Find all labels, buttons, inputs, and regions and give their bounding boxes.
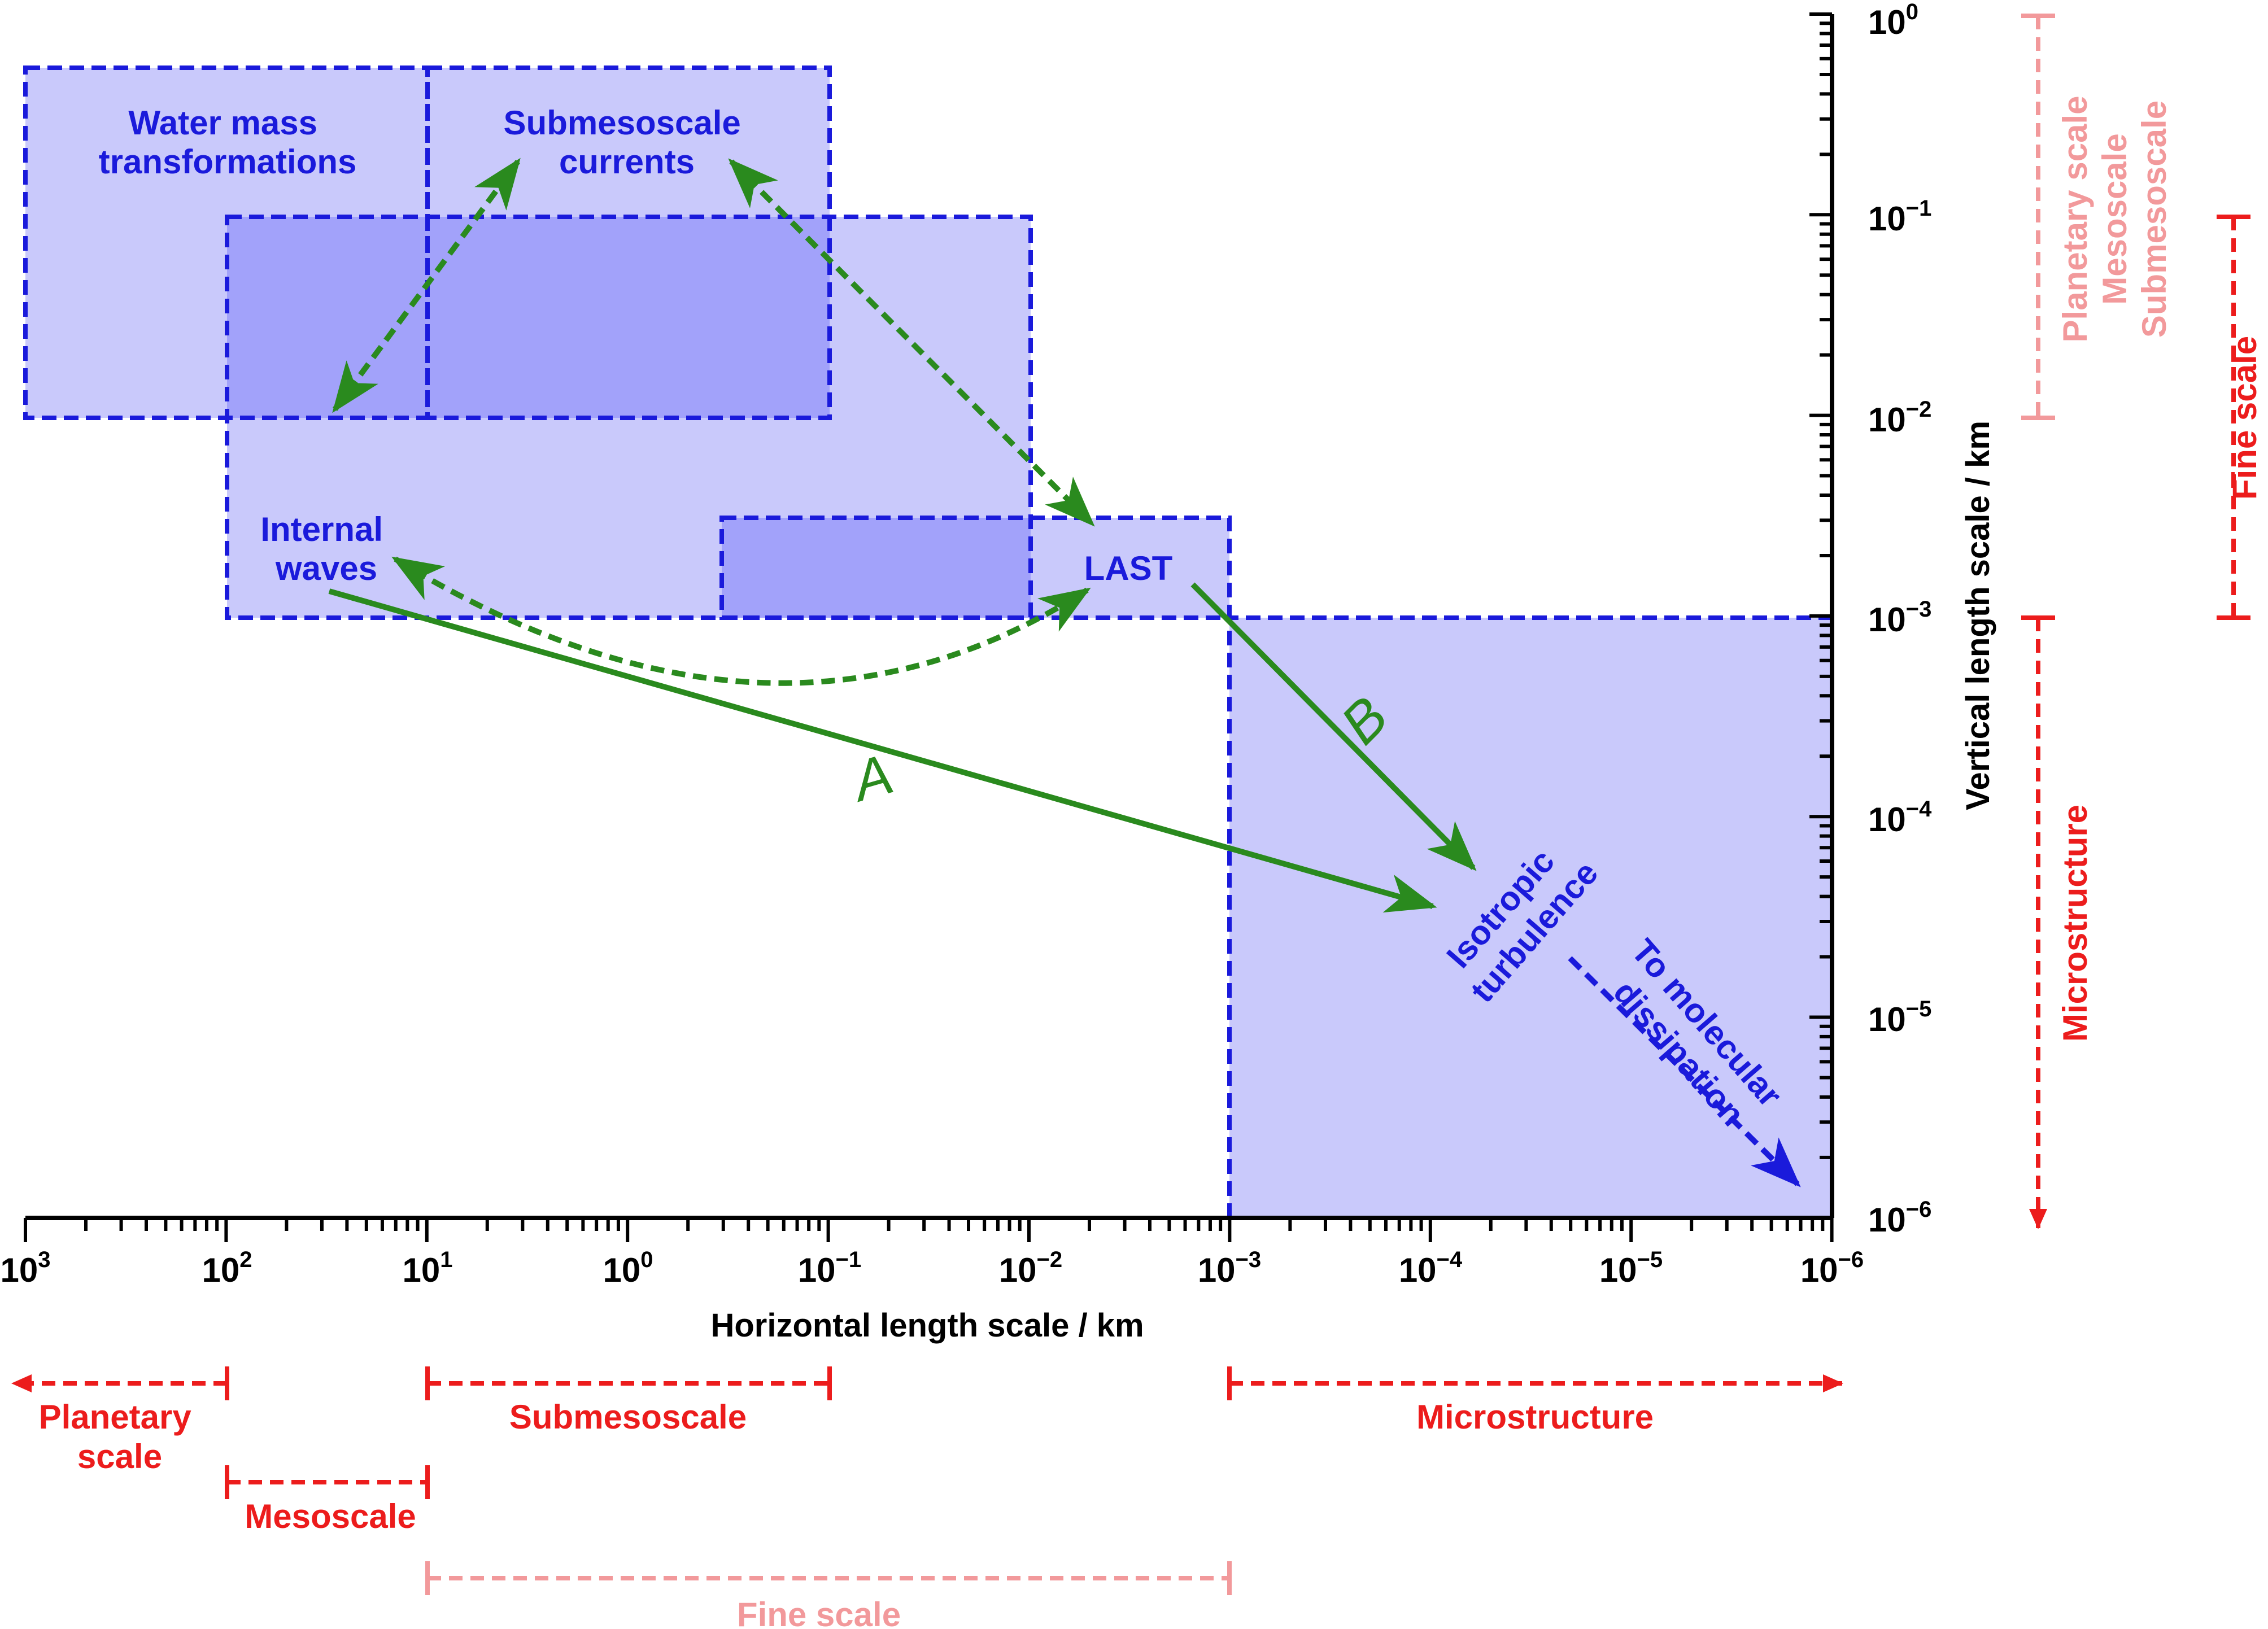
water-mass-label: Water mass transformations: [99, 104, 357, 181]
y-axis-ticks: [1809, 12, 1832, 1220]
arrow-waves-submesoscale: [332, 158, 521, 413]
x-tick-label: 10−5: [1599, 1247, 1663, 1289]
microstructure-label-h: Microstructure: [1416, 1398, 1654, 1436]
internal-waves-label: Internal waves: [260, 510, 392, 587]
vertical-submesoscale-label: Submesoscale: [2135, 101, 2173, 338]
x-tick-label: 10−1: [798, 1247, 861, 1289]
x-tick-label: 102: [202, 1247, 252, 1289]
x-tick-label: 10−2: [999, 1247, 1062, 1289]
arrow-to-molecular-dissipation: [1568, 956, 1801, 1187]
y-axis-title: Vertical length scale / km: [1960, 421, 1996, 810]
y-axis: 100 10−1 10−2 10−3 10−4 10−5 10−6 Vertic…: [1809, 0, 1996, 1239]
x-tick-label: 100: [603, 1247, 653, 1289]
arrow-path-a: [328, 588, 1437, 913]
fine-scale-label-h: Fine scale: [737, 1596, 901, 1629]
x-tick-label: 10−6: [1800, 1247, 1864, 1289]
submesoscale-label: Submesoscale currents: [504, 104, 751, 181]
planetary-scale-label: Planetary scale: [39, 1398, 201, 1475]
regions: [25, 68, 1832, 1218]
x-tick-label: 10−3: [1198, 1247, 1261, 1289]
arrow-path-b: [1190, 582, 1477, 871]
overlap-region-last: [722, 518, 1031, 618]
vertical-fine-scale-label: Fine scale: [2226, 336, 2263, 500]
overlap-region-upper: [227, 217, 830, 418]
y-tick-labels: 100 10−1 10−2 10−3 10−4 10−5 10−6: [1868, 0, 1932, 1239]
x-tick-labels: 103 102 101 100 10−1 10−2 10−3 10−4 10−5…: [1, 1247, 1864, 1289]
horizontal-scale-labels: Planetary scale Mesoscale Submesoscale M…: [39, 1398, 1654, 1629]
y-tick-label: 10−6: [1868, 1197, 1931, 1239]
x-axis-title: Horizontal length scale / km: [710, 1307, 1144, 1344]
y-tick-label: 10−4: [1868, 797, 1932, 838]
y-tick-label: 10−3: [1868, 597, 1931, 639]
vertical-scale-bars: [2021, 14, 2250, 1229]
vertical-mesoscale-label: Mesoscale: [2096, 133, 2134, 305]
last-label: LAST: [1084, 549, 1173, 587]
x-tick-label: 103: [1, 1247, 51, 1289]
x-tick-label: 101: [403, 1247, 453, 1289]
y-tick-label: 100: [1868, 0, 1918, 41]
y-tick-label: 10−5: [1868, 997, 1931, 1038]
horizontal-scale-bars: [11, 1366, 1843, 1595]
arrow-waves-last-curve: [391, 556, 1091, 686]
y-tick-label: 10−1: [1868, 196, 1931, 238]
vertical-planetary-label: Planetary scale: [2056, 96, 2094, 343]
x-axis-ticks: [24, 1218, 1834, 1242]
vertical-scale-labels: Planetary scale Mesoscale Submesoscale F…: [2056, 96, 2263, 1042]
vertical-microstructure-label: Microstructure: [2056, 805, 2094, 1042]
x-tick-label: 10−4: [1399, 1247, 1463, 1289]
mesoscale-label: Mesoscale: [245, 1497, 416, 1535]
x-axis: 103 102 101 100 10−1 10−2 10−3 10−4 10−5…: [1, 1216, 1864, 1344]
interaction-arrows: [328, 158, 1477, 913]
y-tick-label: 10−2: [1868, 397, 1931, 439]
submesoscale-label-h: Submesoscale: [509, 1398, 747, 1436]
